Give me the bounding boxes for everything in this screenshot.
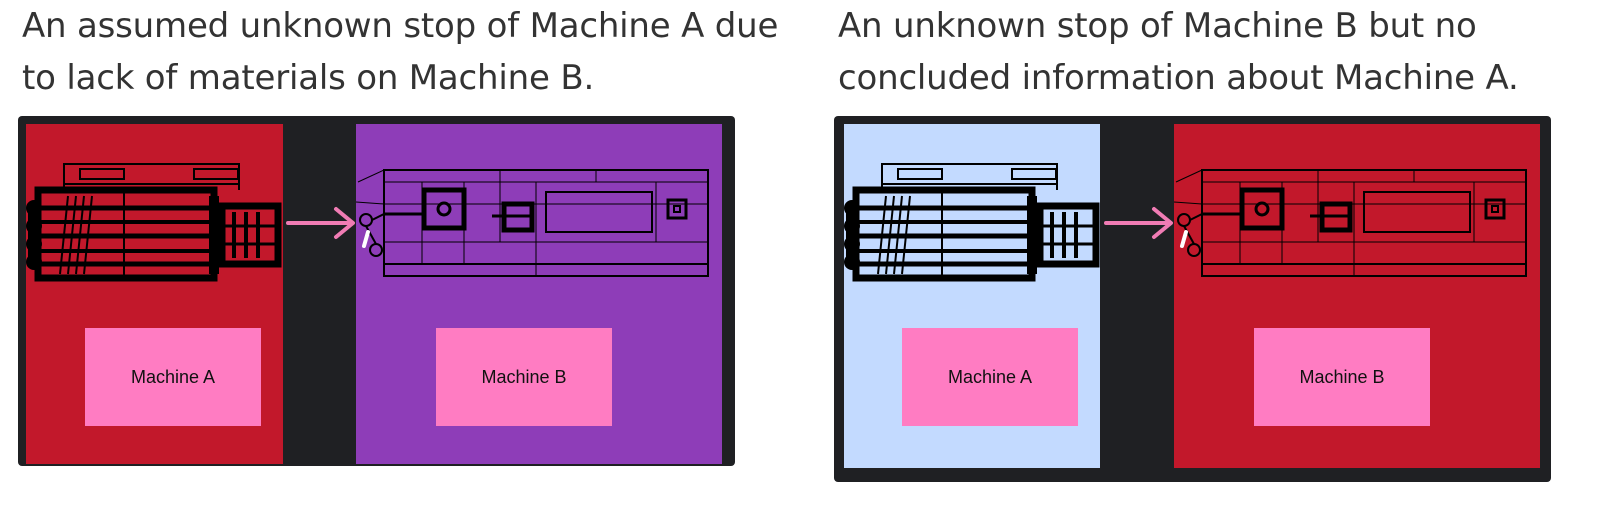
panel-1-caption-line-1: An assumed unknown stop of Machine A due bbox=[22, 6, 779, 46]
panel-1-machine-b-label: Machine B bbox=[481, 366, 567, 387]
panel-2-caption: An unknown stop of Machine B but no conc… bbox=[838, 0, 1598, 104]
panel-1-machine-b-label-box: Machine B bbox=[436, 328, 612, 426]
panel-2-caption-line-1: An unknown stop of Machine B but no bbox=[838, 6, 1477, 46]
diagram-panel-2: An unknown stop of Machine B but no conc… bbox=[834, 0, 1594, 508]
machine-b-drawing-icon bbox=[1173, 169, 1527, 277]
panel-2-caption-line-2: concluded information about Machine A. bbox=[838, 58, 1519, 98]
panel-1-caption: An assumed unknown stop of Machine A due… bbox=[22, 0, 782, 104]
diagram-panel-1: An assumed unknown stop of Machine A due… bbox=[18, 0, 778, 508]
panel-2-machine-b-label-box: Machine B bbox=[1254, 328, 1430, 426]
machine-a-drawing-icon bbox=[844, 163, 1100, 282]
panel-1-caption-line-2: to lack of materials on Machine B. bbox=[22, 58, 595, 98]
flow-arrow-icon bbox=[286, 207, 355, 239]
panel-2-machine-b-label: Machine B bbox=[1299, 366, 1385, 387]
panel-1-machine-a-label: Machine A bbox=[130, 366, 216, 387]
panel-2-machine-a-label: Machine A bbox=[947, 366, 1033, 387]
panel-2-machine-a-label-box: Machine A bbox=[902, 328, 1078, 426]
machine-b-drawing-icon bbox=[355, 169, 709, 277]
flow-arrow-icon bbox=[1104, 207, 1173, 239]
machine-a-drawing-icon bbox=[26, 163, 282, 282]
panel-1-frame: Machine A Machine B bbox=[18, 116, 735, 466]
panel-2-frame: Machine A Machine B bbox=[834, 116, 1551, 482]
panel-1-machine-a-label-box: Machine A bbox=[85, 328, 261, 426]
